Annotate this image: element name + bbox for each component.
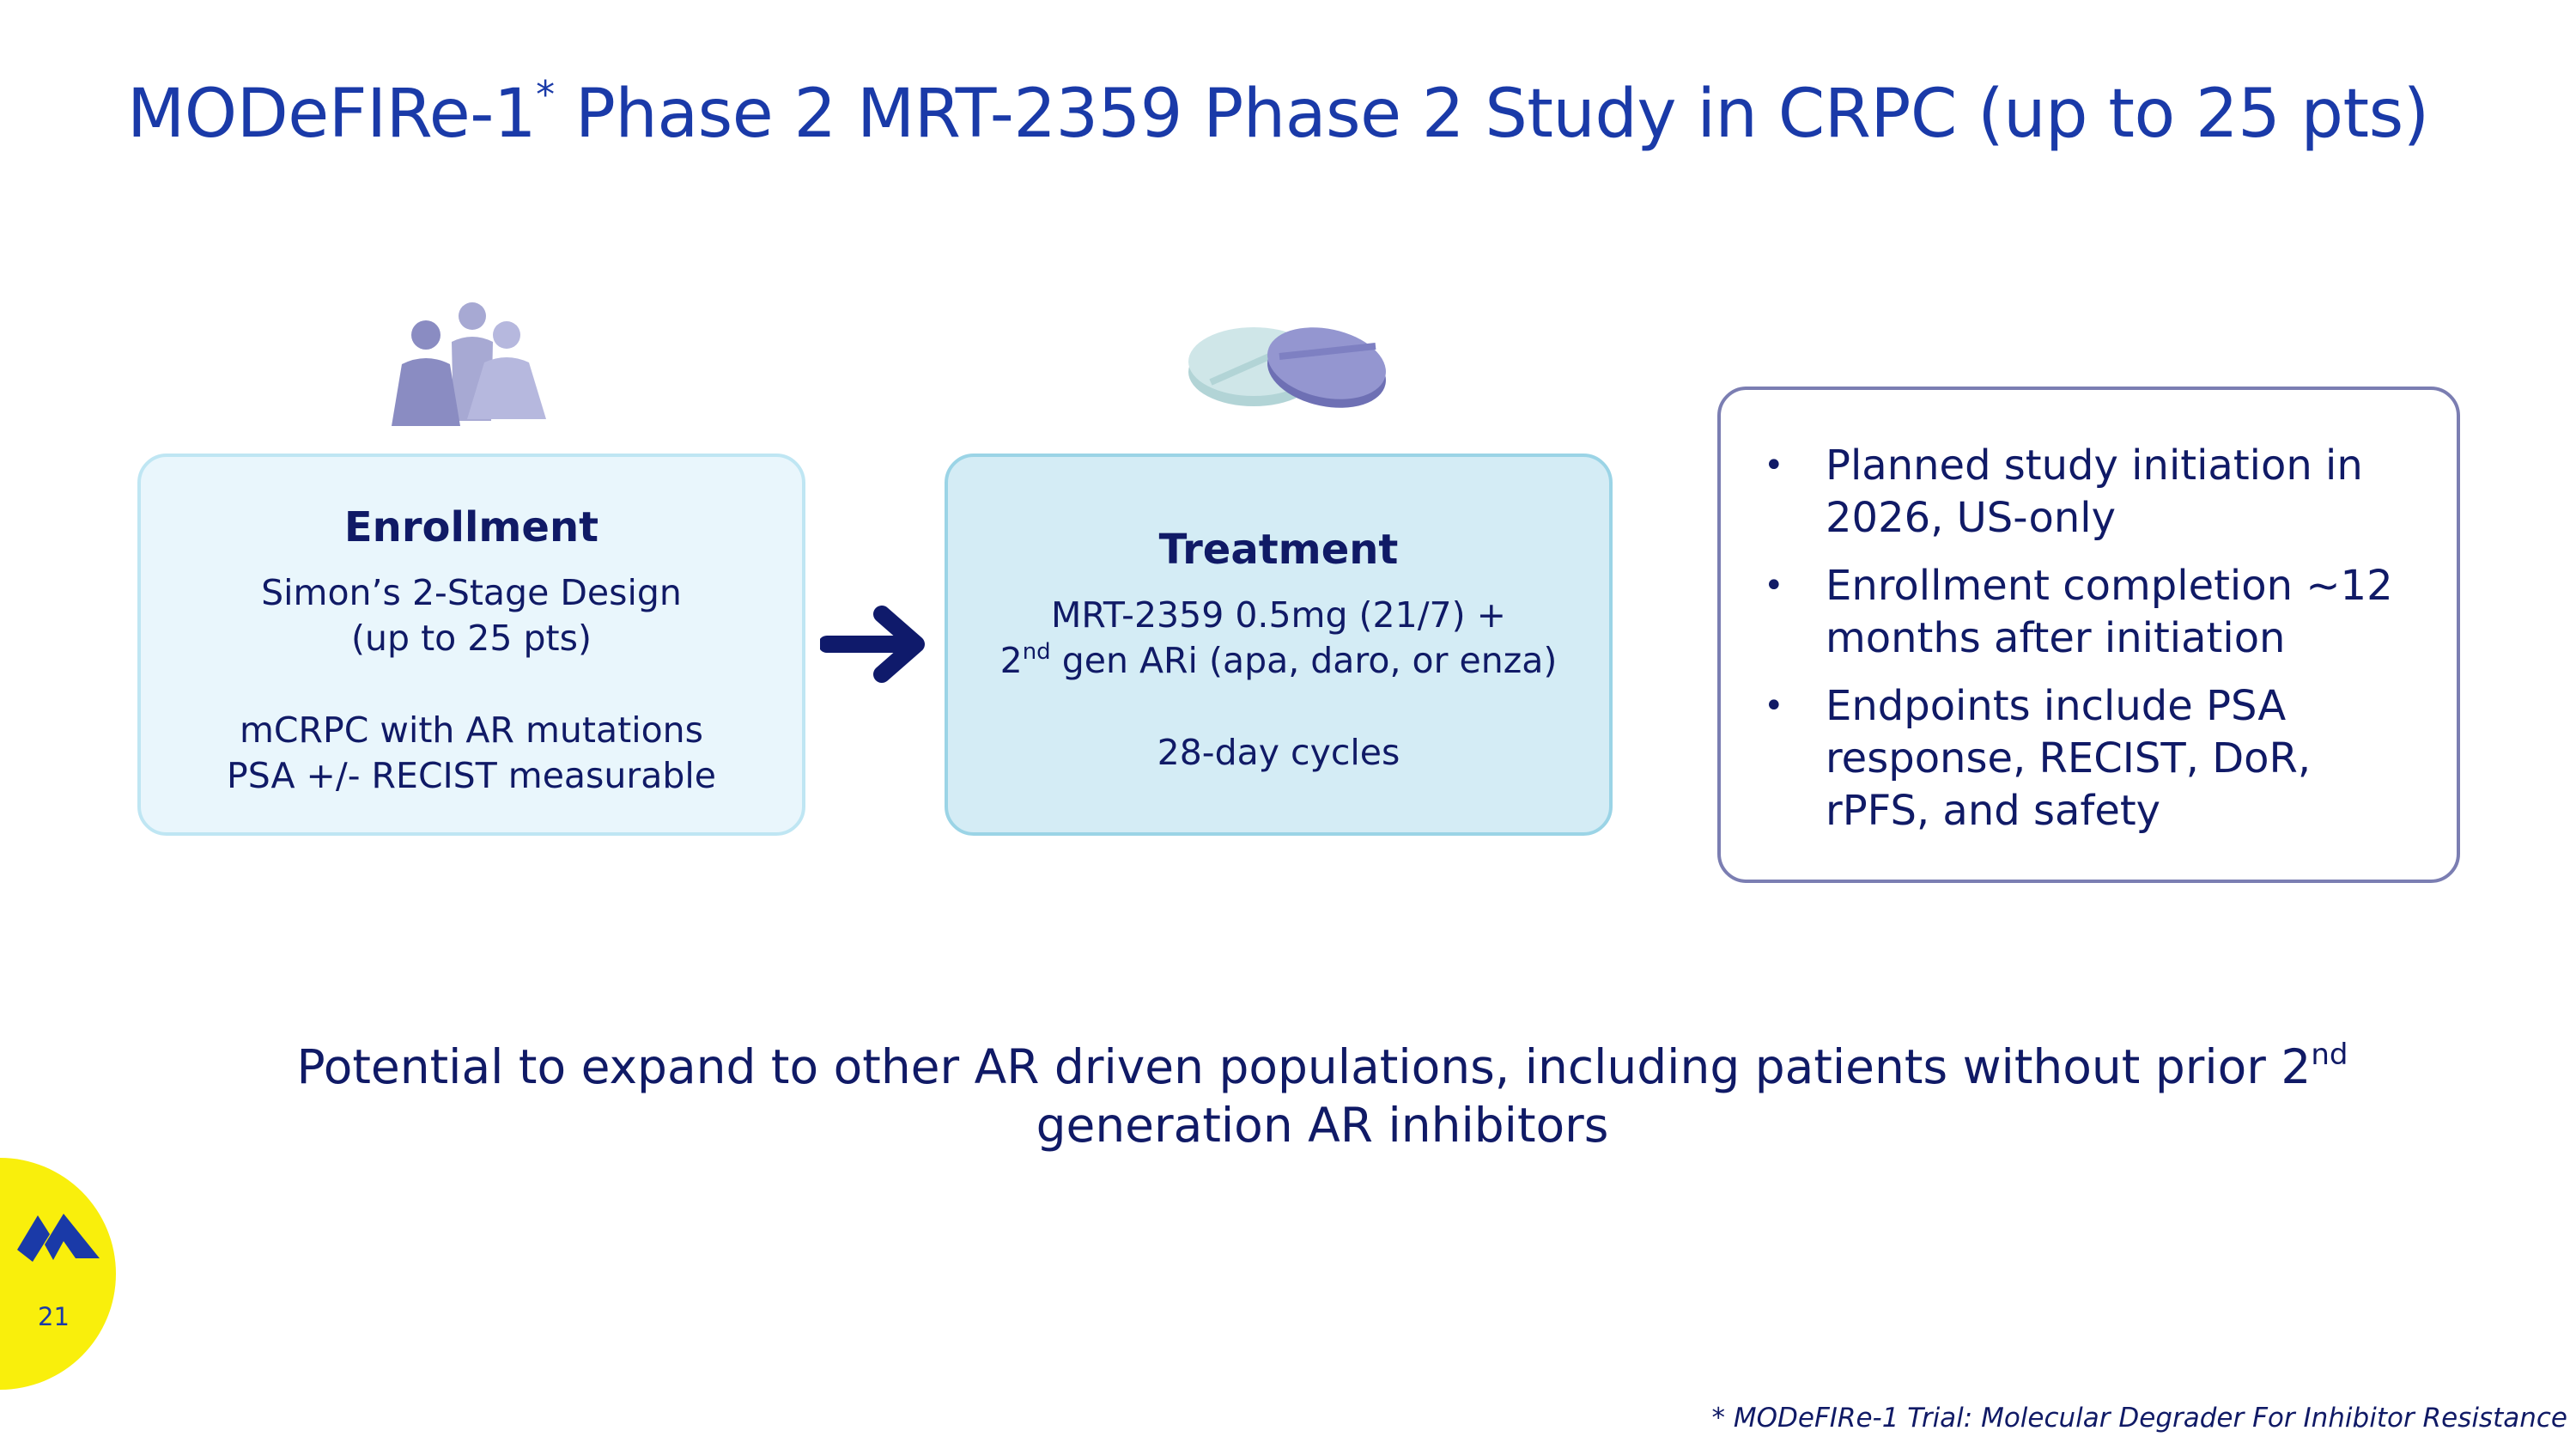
- enrollment-size: (up to 25 pts): [351, 618, 592, 659]
- logo-badge: [0, 1158, 116, 1390]
- title-rest: Phase 2 MRT-2359 Phase 2 Study in CRPC (…: [554, 76, 2429, 153]
- bullet-icon: •: [1764, 566, 1784, 606]
- expansion-statement: Potential to expand to other AR driven p…: [296, 1038, 2348, 1153]
- enrollment-title: Enrollment: [343, 503, 599, 551]
- page-number: 21: [38, 1302, 70, 1331]
- pills-icon: [1188, 327, 1386, 408]
- study-notes-box: •Planned study initiation in 2026, US-on…: [1717, 387, 2460, 883]
- treatment-cycles: 28-day cycles: [1157, 732, 1400, 773]
- footnote: * MODeFIRe-1 Trial: Molecular Degrader F…: [1711, 1403, 2568, 1434]
- people-group-icon: [392, 302, 546, 426]
- enrollment-design: Simon’s 2-Stage Design: [261, 572, 682, 613]
- note-item: •Planned study initiation in 2026, US-on…: [1764, 441, 2363, 542]
- enrollment-box: Enrollment Simon’s 2-Stage Design (up to…: [137, 454, 805, 836]
- treatment-title: Treatment: [1158, 526, 1399, 574]
- note-item: •Enrollment completion ~12 months after …: [1764, 562, 2393, 662]
- treatment-dose: MRT-2359 0.5mg (21/7) +: [1051, 594, 1506, 636]
- page-title: MODeFIRe-1* Phase 2 MRT-2359 Phase 2 Stu…: [127, 76, 2429, 153]
- title-footnote-marker: *: [536, 73, 555, 117]
- bullet-icon: •: [1764, 686, 1784, 726]
- arrow-right-icon: [820, 606, 925, 683]
- company-logo-icon: [17, 1214, 100, 1262]
- enrollment-measurable: PSA +/- RECIST measurable: [226, 755, 717, 796]
- treatment-combo: 2nd gen ARi (apa, daro, or enza): [999, 639, 1558, 681]
- title-main: MODeFIRe-1: [127, 76, 537, 153]
- enrollment-population: mCRPC with AR mutations: [239, 709, 704, 751]
- bullet-icon: •: [1764, 446, 1784, 485]
- note-item: •Endpoints include PSA response, RECIST,…: [1764, 682, 2312, 835]
- treatment-box: Treatment MRT-2359 0.5mg (21/7) + 2nd ge…: [945, 454, 1613, 836]
